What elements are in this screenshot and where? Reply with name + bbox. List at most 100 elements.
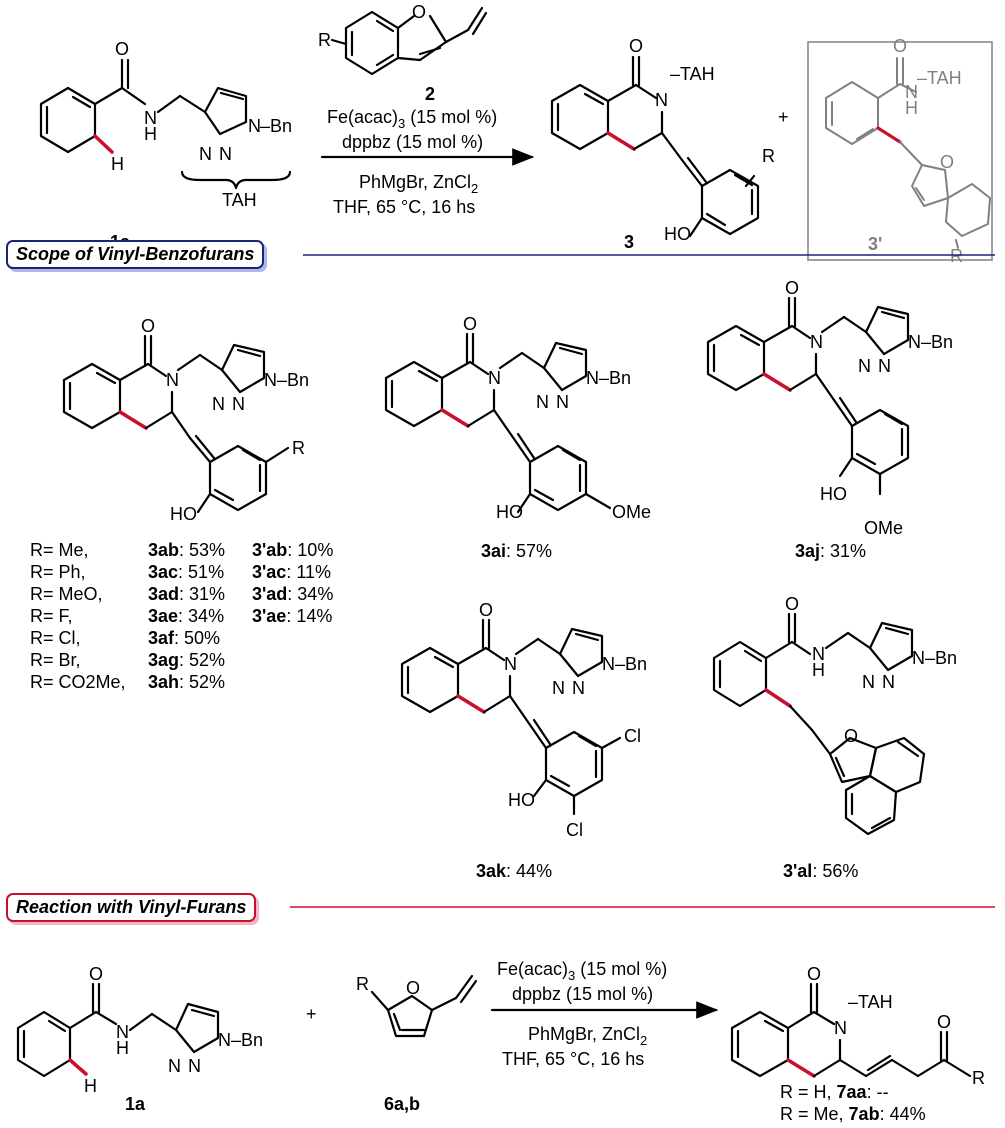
svg-text:N: N bbox=[168, 1056, 181, 1076]
svg-text:OMe: OMe bbox=[864, 518, 903, 538]
svg-text:R: R bbox=[972, 1068, 985, 1088]
yield-product-label: 3ab: 53% bbox=[148, 540, 226, 560]
yield-r-value: R= Br, bbox=[30, 650, 81, 670]
label-6ab: 6a,b bbox=[384, 1094, 420, 1114]
label-3prime: 3' bbox=[868, 234, 882, 254]
yield-byproduct-label: 3'ab: 10% bbox=[252, 540, 334, 560]
label-7aa: R = H, 7aa: -- bbox=[780, 1082, 889, 1102]
svg-text:N–Bn: N–Bn bbox=[908, 332, 953, 352]
svg-text:N: N bbox=[552, 678, 565, 698]
svg-text:Cl: Cl bbox=[566, 820, 583, 840]
svg-text:R: R bbox=[950, 246, 963, 266]
svg-text:O: O bbox=[141, 316, 155, 336]
structure-2: O R bbox=[318, 2, 488, 76]
tah-brace-label: TAH bbox=[222, 190, 257, 210]
svg-text:O: O bbox=[937, 1012, 951, 1032]
section-title-benzofurans: Scope of Vinyl-Benzofurans bbox=[6, 240, 265, 269]
svg-text:–TAH: –TAH bbox=[670, 64, 715, 84]
svg-text:N: N bbox=[810, 332, 823, 352]
structure-3al: O N H N–Bn N N O bbox=[712, 594, 957, 836]
cond-phmgbr-bottom: PhMgBr, ZnCl2 bbox=[528, 1024, 647, 1048]
structure-3ai: O N N–Bn N N HO OMe bbox=[384, 314, 651, 522]
svg-text:N: N bbox=[834, 1018, 847, 1038]
svg-text:HO: HO bbox=[496, 502, 523, 522]
yield-r-value: R= Me, bbox=[30, 540, 89, 560]
cond-dppbz-top: dppbz (15 mol %) bbox=[342, 132, 483, 152]
svg-text:N: N bbox=[199, 144, 212, 164]
svg-text:N–Bn: N–Bn bbox=[602, 654, 647, 674]
label-7ab: R = Me, 7ab: 44% bbox=[780, 1104, 926, 1124]
yield-r-value: R= Ph, bbox=[30, 562, 86, 582]
svg-text:N: N bbox=[556, 392, 569, 412]
svg-text:Cl: Cl bbox=[624, 726, 641, 746]
label-3ak: 3ak: 44% bbox=[476, 861, 553, 881]
svg-text:H: H bbox=[144, 124, 157, 144]
cond-phmgbr-top: PhMgBr, ZnCl2 bbox=[359, 172, 478, 196]
svg-text:–TAH: –TAH bbox=[917, 68, 962, 88]
yield-r-value: R= Cl, bbox=[30, 628, 81, 648]
yield-product-label: 3ag: 52% bbox=[148, 650, 226, 670]
svg-text:H: H bbox=[812, 660, 825, 680]
svg-text:O: O bbox=[844, 726, 858, 746]
structure-7: O N –TAH O R bbox=[730, 964, 985, 1088]
svg-text:H: H bbox=[905, 98, 918, 118]
svg-text:O: O bbox=[406, 978, 420, 998]
svg-text:N: N bbox=[536, 392, 549, 412]
svg-text:N–Bn: N–Bn bbox=[912, 648, 957, 668]
yield-product-label: 3ad: 31% bbox=[148, 584, 226, 604]
svg-text:H: H bbox=[111, 154, 124, 174]
yield-byproduct-label: 3'ae: 14% bbox=[252, 606, 333, 626]
svg-text:O: O bbox=[89, 964, 103, 984]
label-3al: 3'al: 56% bbox=[783, 861, 859, 881]
svg-text:N: N bbox=[219, 144, 232, 164]
cond-fe-bottom: Fe(acac)3 (15 mol %) bbox=[497, 959, 667, 983]
svg-text:O: O bbox=[785, 278, 799, 298]
svg-text:O: O bbox=[940, 152, 954, 172]
structure-1a-top: H O N H N N N –Bn bbox=[39, 39, 292, 190]
label-3aj: 3aj: 31% bbox=[795, 541, 867, 561]
svg-text:HO: HO bbox=[170, 504, 197, 524]
yield-r-value: R= MeO, bbox=[30, 584, 103, 604]
yield-product-label: 3ae: 34% bbox=[148, 606, 225, 626]
svg-text:N: N bbox=[232, 394, 245, 414]
byproduct-box bbox=[807, 41, 993, 261]
yield-product-label: 3af: 50% bbox=[148, 628, 221, 648]
svg-text:N: N bbox=[858, 356, 871, 376]
label-1a-bottom: 1a bbox=[125, 1094, 146, 1114]
structure-3aj: O N N–Bn N N HO OMe bbox=[706, 278, 953, 538]
svg-text:N: N bbox=[166, 370, 179, 390]
svg-text:N–Bn: N–Bn bbox=[264, 370, 309, 390]
svg-text:N: N bbox=[655, 90, 668, 110]
structure-3ab-3ah: O N N–Bn N N R HO bbox=[62, 316, 309, 524]
svg-text:N: N bbox=[144, 108, 157, 128]
cond-dppbz-bottom: dppbz (15 mol %) bbox=[512, 984, 653, 1004]
svg-text:HO: HO bbox=[664, 224, 691, 244]
svg-text:OMe: OMe bbox=[612, 502, 651, 522]
svg-text:–TAH: –TAH bbox=[848, 992, 893, 1012]
svg-text:HO: HO bbox=[508, 790, 535, 810]
yield-product-label: 3ah: 52% bbox=[148, 672, 226, 692]
cond-fe-top: Fe(acac)3 (15 mol %) bbox=[327, 107, 497, 131]
label-3ai: 3ai: 57% bbox=[481, 541, 553, 561]
svg-text:N: N bbox=[882, 672, 895, 692]
structure-1a-bottom: H O N H N–Bn N N bbox=[16, 964, 263, 1096]
cond-thf-bottom: THF, 65 °C, 16 hs bbox=[502, 1049, 644, 1069]
structure-3ak: O N N–Bn N N Cl HO Cl bbox=[400, 600, 647, 840]
section-title-furans: Reaction with Vinyl-Furans bbox=[6, 893, 257, 922]
yield-byproduct-label: 3'ac: 11% bbox=[252, 562, 332, 582]
svg-text:N: N bbox=[878, 356, 891, 376]
plus-top: + bbox=[778, 107, 789, 127]
svg-text:H: H bbox=[116, 1038, 129, 1058]
structure-3: O N –TAH HO R bbox=[550, 36, 775, 244]
svg-text:R: R bbox=[292, 438, 305, 458]
cond-thf-top: THF, 65 °C, 16 hs bbox=[333, 197, 475, 217]
structure-6ab: O R bbox=[356, 974, 478, 1038]
svg-text:N: N bbox=[212, 394, 225, 414]
svg-text:–Bn: –Bn bbox=[260, 116, 292, 136]
svg-text:N: N bbox=[812, 644, 825, 664]
svg-text:N: N bbox=[905, 82, 918, 102]
svg-text:N: N bbox=[248, 116, 261, 136]
plus-bottom: + bbox=[306, 1004, 317, 1024]
svg-text:O: O bbox=[115, 39, 129, 59]
